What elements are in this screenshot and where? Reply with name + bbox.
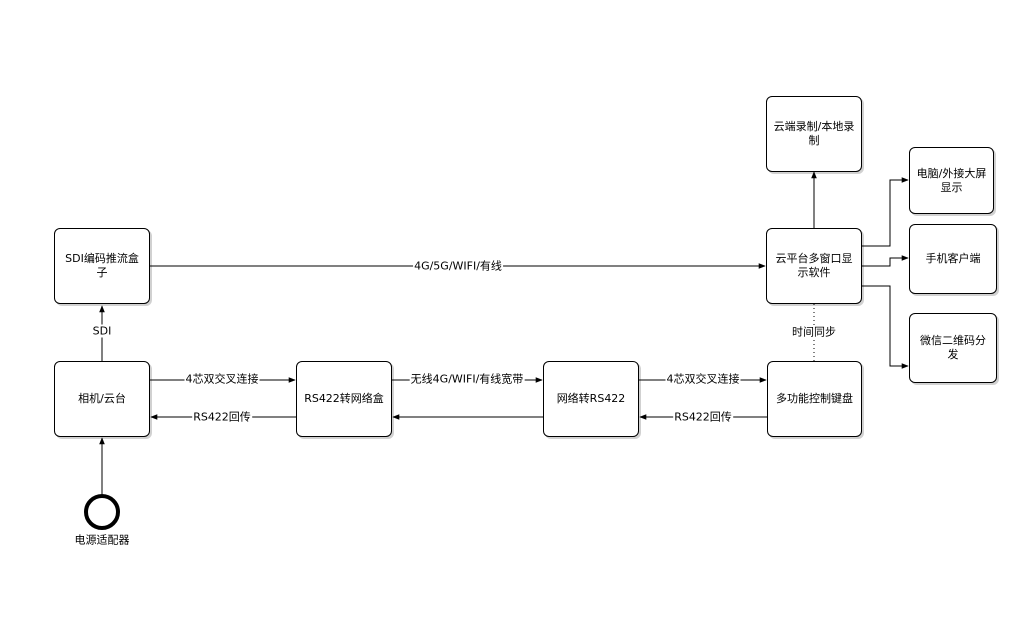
node-camera[interactable]: 相机/云台: [54, 361, 150, 437]
power-adapter-terminal[interactable]: [84, 494, 120, 530]
label-rs422-return-right: RS422回传: [673, 410, 733, 424]
node-pc-display[interactable]: 电脑/外接大屏显示: [909, 147, 994, 214]
node-wechat-qr[interactable]: 微信二维码分发: [909, 313, 997, 383]
edge-cloud-to-wechat: [862, 285, 909, 369]
node-cloud-software[interactable]: 云平台多窗口显示软件: [766, 228, 862, 304]
node-control-keyboard[interactable]: 多功能控制键盘: [767, 361, 862, 437]
label-power-adapter: 电源适配器: [73, 533, 131, 547]
label-network-link: 4G/5G/WIFI/有线: [413, 259, 503, 273]
label-time-sync: 时间同步: [791, 325, 837, 339]
node-cloud-recording[interactable]: 云端录制/本地录制: [766, 96, 862, 172]
edge-cloud-to-mobile: [862, 255, 909, 267]
label-rs422-return-left: RS422回传: [192, 410, 252, 424]
label-cross-4core-right: 4芯双交叉连接: [665, 372, 741, 386]
node-rs422-to-net[interactable]: RS422转网络盒: [296, 361, 392, 437]
node-net-to-rs422[interactable]: 网络转RS422: [543, 361, 639, 437]
label-sdi: SDI: [91, 324, 113, 338]
edge-cloud-to-pc-display: [862, 177, 909, 247]
label-wireless-broadband: 无线4G/WIFI/有线宽带: [409, 372, 525, 386]
label-cross-4core-left: 4芯双交叉连接: [184, 372, 260, 386]
node-mobile-client[interactable]: 手机客户端: [909, 224, 997, 294]
node-sdi-encoder[interactable]: SDI编码推流盒子: [54, 228, 150, 304]
